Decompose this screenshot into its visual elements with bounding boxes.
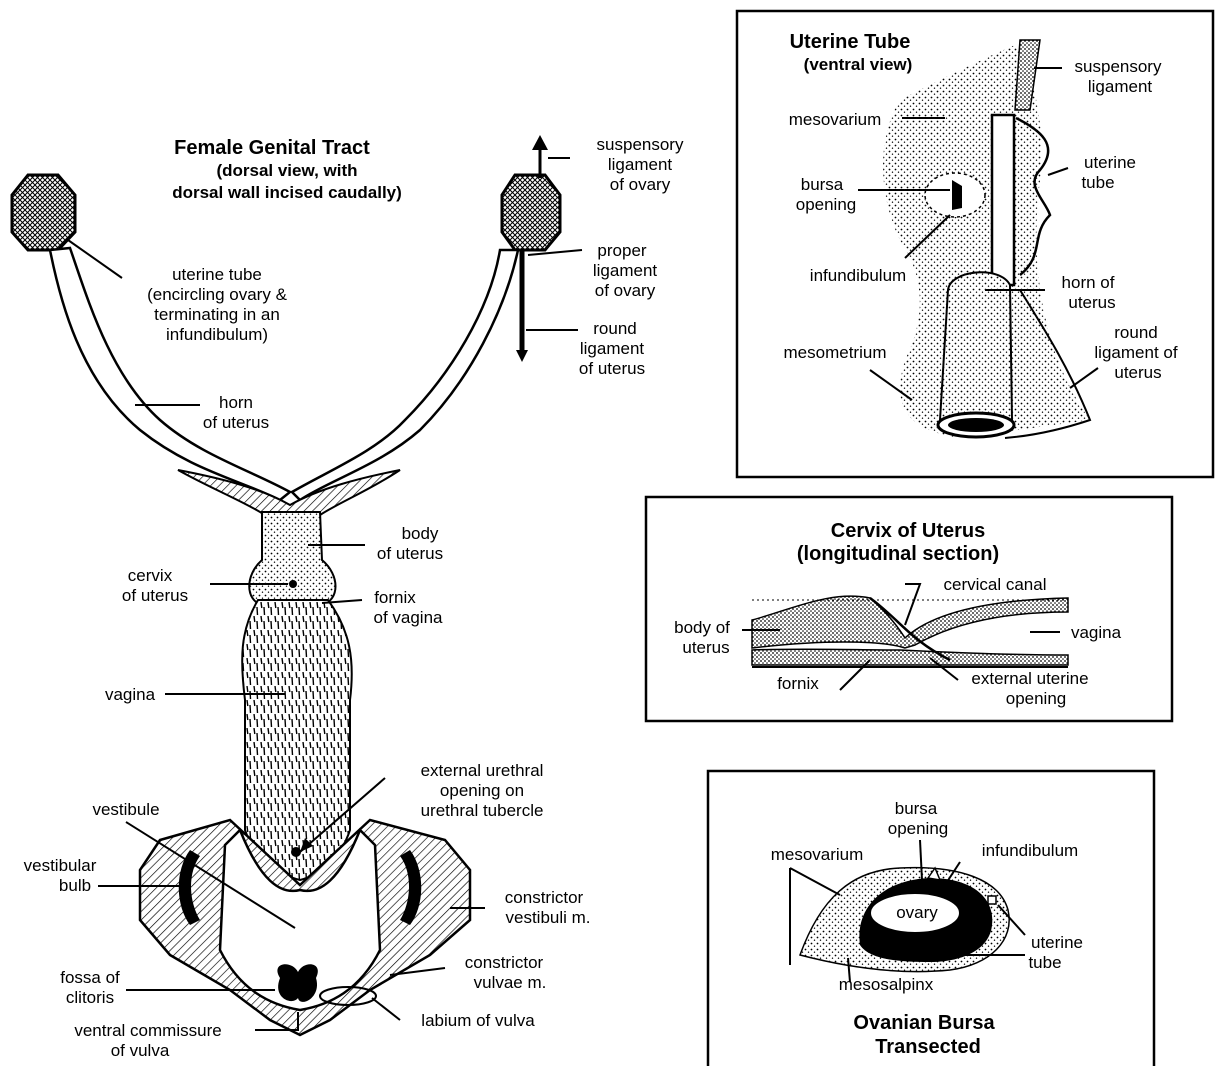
br-label-infundibulum: infundibulum (982, 841, 1078, 860)
ut-label-horn-1: horn of (1062, 273, 1115, 292)
label-ventral-1: ventral commissure (74, 1021, 221, 1040)
label-uterine-tube-3: terminating in an (154, 305, 280, 324)
br-label-bursa-1: bursa (895, 799, 938, 818)
cx-label-fornix: fornix (777, 674, 819, 693)
ut-label-susp-1: suspensory (1075, 57, 1162, 76)
ut-label-tube-2: tube (1081, 173, 1114, 192)
label-uterine-tube-1: uterine tube (172, 265, 262, 284)
label-ext-ureth-3: urethral tubercle (421, 801, 544, 820)
main-diagram: Female Genital Tract (dorsal view, with … (12, 135, 684, 1060)
cx-label-ext-1: external uterine (971, 669, 1088, 688)
br-label-tube-2: tube (1028, 953, 1061, 972)
label-proper-2: ligament (593, 261, 658, 280)
ut-ovary-rod (992, 115, 1014, 285)
ut-label-bursa-1: bursa (801, 175, 844, 194)
label-vest-bulb-2: bulb (59, 876, 91, 895)
label-fornix-1: fornix (374, 588, 416, 607)
label-horn-1: horn (219, 393, 253, 412)
ut-label-round-1: round (1114, 323, 1157, 342)
label-susp-1: suspensory (597, 135, 684, 154)
label-proper-1: proper (597, 241, 646, 260)
bursa-panel: bursa opening mesovarium infundibulum ov… (708, 771, 1154, 1066)
uterine-tube-panel: Uterine Tube (ventral view) suspensory l… (737, 11, 1213, 477)
main-title: Female Genital Tract (174, 137, 370, 159)
urethral-tubercle (291, 847, 301, 857)
ut-horn (940, 272, 1012, 420)
label-uterine-tube-4: infundibulum) (166, 325, 268, 344)
ut-label-tube-1: uterine (1084, 153, 1136, 172)
leader-labium (372, 998, 400, 1020)
label-constr-vulv-2: vulvae m. (474, 973, 547, 992)
br-label-bursa-2: opening (888, 819, 949, 838)
label-fornix-2: of vagina (374, 608, 444, 627)
right-uterine-horn (292, 250, 518, 500)
label-constr-vulv-1: constrictor (465, 953, 544, 972)
label-cervix-1: cervix (128, 566, 173, 585)
label-round-2: ligament (580, 339, 645, 358)
main-subtitle-1: (dorsal view, with (216, 161, 357, 180)
bursa-tube-mark (988, 896, 996, 904)
label-body-2: of uterus (377, 544, 443, 563)
cx-title-2: (longitudinal section) (797, 543, 999, 565)
ut-title-1: Uterine Tube (790, 31, 911, 53)
label-vest-bulb-1: vestibular (24, 856, 97, 875)
cx-label-body-2: uterus (682, 638, 729, 657)
br-label-mesovarium: mesovarium (771, 845, 864, 864)
label-susp-3: of ovary (610, 175, 671, 194)
ut-title-2: (ventral view) (804, 55, 913, 74)
external-uterine-opening-dot (289, 580, 297, 588)
cervix-panel: Cervix of Uterus (longitudinal section) … (646, 497, 1172, 721)
label-cervix-2: of uterus (122, 586, 188, 605)
ut-label-round-3: uterus (1114, 363, 1161, 382)
br-title-2: Transected (875, 1036, 981, 1058)
round-ligament-arrowhead (516, 350, 528, 362)
label-ventral-2: of vulva (111, 1041, 170, 1060)
label-fossa-2: clitoris (66, 988, 114, 1007)
left-ovary (12, 175, 75, 250)
ut-label-round-2: ligament of (1094, 343, 1177, 362)
br-label-mesosalpinx: mesosalpinx (839, 975, 934, 994)
vagina-body (242, 600, 352, 880)
label-uterine-tube-2: (encircling ovary & (147, 285, 287, 304)
br-title-1: Ovanian Bursa (853, 1012, 995, 1034)
label-proper-3: of ovary (595, 281, 656, 300)
suspensory-arrowhead (532, 135, 548, 150)
label-labium: labium of vulva (421, 1011, 535, 1030)
ut-label-horn-2: uterus (1068, 293, 1115, 312)
label-round-3: of uterus (579, 359, 645, 378)
uterus-body (249, 512, 335, 605)
ut-label-infundibulum: infundibulum (810, 266, 906, 285)
label-ext-ureth-2: opening on (440, 781, 524, 800)
cx-label-body-1: body of (674, 618, 730, 637)
ut-label-bursa-2: opening (796, 195, 857, 214)
cx-label-vagina: vagina (1071, 623, 1122, 642)
ut-horn-lumen-inner (948, 418, 1004, 432)
label-horn-2: of uterus (203, 413, 269, 432)
label-vestibule: vestibule (92, 800, 159, 819)
label-round-1: round (593, 319, 636, 338)
ut-label-mesovarium: mesovarium (789, 110, 882, 129)
label-vagina: vagina (105, 685, 156, 704)
ut-label-mesometrium: mesometrium (784, 343, 887, 362)
label-body-1: body (402, 524, 439, 543)
br-label-ovary: ovary (896, 903, 938, 922)
cx-title-1: Cervix of Uterus (831, 520, 986, 542)
label-constr-vest-2: vestibuli m. (505, 908, 590, 927)
label-ext-ureth-1: external urethral (421, 761, 544, 780)
ut-label-susp-2: ligament (1088, 77, 1153, 96)
right-ovary (502, 175, 560, 250)
label-fossa-1: fossa of (60, 968, 120, 987)
label-constr-vest-1: constrictor (505, 888, 584, 907)
cx-label-canal: cervical canal (944, 575, 1047, 594)
br-label-tube-1: uterine (1031, 933, 1083, 952)
cx-label-ext-2: opening (1006, 689, 1067, 708)
main-subtitle-2: dorsal wall incised caudally) (172, 183, 402, 202)
label-susp-2: ligament (608, 155, 673, 174)
